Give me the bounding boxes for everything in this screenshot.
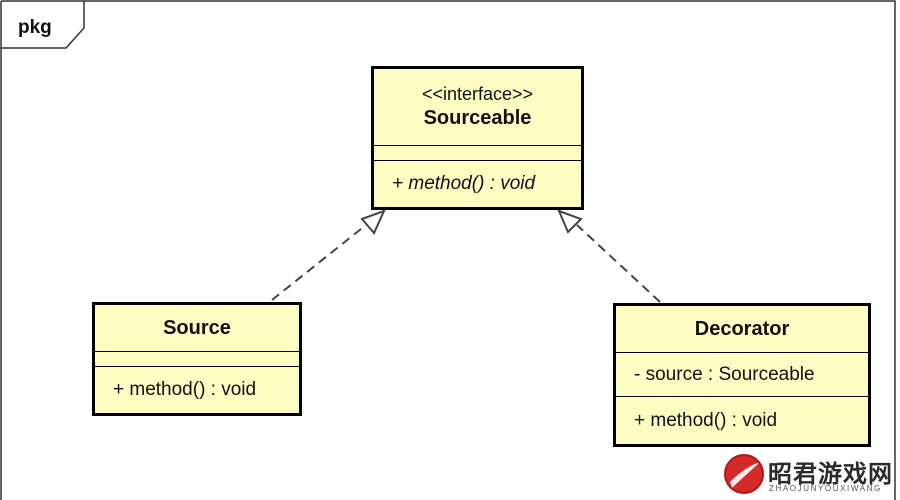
source-operations-compartment: + method() : void <box>95 366 299 413</box>
interface-name: Sourceable <box>423 107 532 129</box>
class-source[interactable]: Source + method() : void <box>92 302 302 416</box>
realization-line-source <box>271 224 367 301</box>
package-tab <box>1 1 85 49</box>
watermark-logo: 昭君游戏网 ZHAOJUNYOUXIWANG <box>722 452 898 498</box>
logo-emblem-icon <box>724 454 764 494</box>
decorator-name: Decorator <box>694 318 790 340</box>
realization-arrowhead-decorator <box>557 209 583 234</box>
stereotype-label: <<interface>> <box>421 84 534 104</box>
watermark-title: 昭君游戏网 <box>768 461 893 488</box>
source-attributes-compartment <box>95 351 299 366</box>
decorator-attribute: - source : Sourceable <box>634 363 815 385</box>
class-decorator[interactable]: Decorator - source : Sourceable + method… <box>613 303 871 447</box>
source-header: Source <box>95 305 299 351</box>
attributes-compartment <box>374 145 581 160</box>
decorator-header: Decorator <box>616 306 868 352</box>
package-label: pkg <box>18 17 52 38</box>
source-name: Source <box>163 317 231 339</box>
interface-operation: + method() : void <box>392 173 536 194</box>
realization-line-decorator <box>576 224 661 303</box>
realization-arrowhead-source <box>360 209 386 235</box>
source-operation: + method() : void <box>113 379 257 400</box>
decorator-operation: + method() : void <box>634 409 778 431</box>
interface-header: <<interface>> Sourceable <box>374 69 581 145</box>
operations-compartment: + method() : void <box>374 160 581 207</box>
interface-sourceable[interactable]: <<interface>> Sourceable + method() : vo… <box>371 66 584 210</box>
decorator-operations-compartment: + method() : void <box>616 396 868 444</box>
decorator-attributes-compartment: - source : Sourceable <box>616 352 868 396</box>
watermark-subtitle: ZHAOJUNYOUXIWANG <box>769 484 882 493</box>
